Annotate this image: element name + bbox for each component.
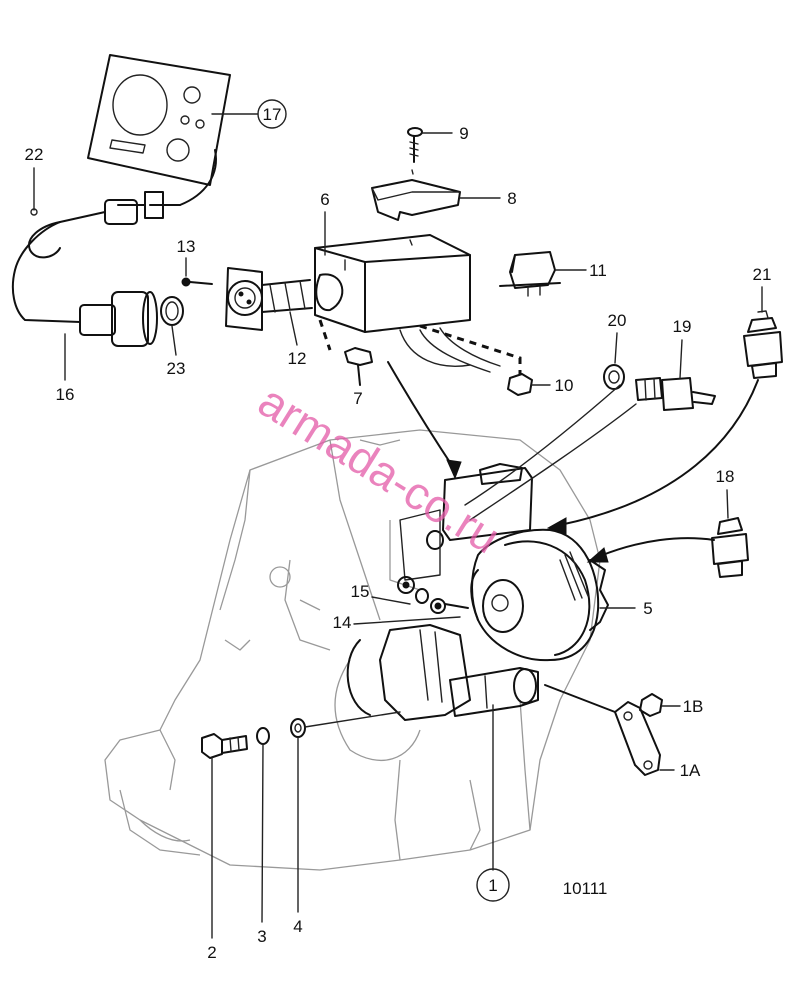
callout-20: 20 bbox=[608, 311, 627, 364]
callout-11: 11 bbox=[555, 261, 607, 280]
svg-text:7: 7 bbox=[353, 389, 362, 408]
svg-text:22: 22 bbox=[25, 145, 44, 164]
svg-text:20: 20 bbox=[608, 311, 627, 330]
svg-text:14: 14 bbox=[333, 613, 352, 632]
callout-18: 18 bbox=[716, 467, 735, 519]
bolt-axis bbox=[304, 711, 401, 728]
box-wiring bbox=[318, 319, 522, 375]
instrument-panel bbox=[87, 54, 231, 186]
svg-text:1: 1 bbox=[488, 876, 497, 895]
relay-11 bbox=[499, 251, 561, 297]
starter-motor-1 bbox=[346, 624, 539, 721]
relay-box bbox=[314, 234, 471, 333]
assembly-arrows bbox=[387, 361, 759, 563]
callout-17: 17 bbox=[211, 99, 287, 129]
washers-15 bbox=[397, 576, 469, 614]
callout-1A: 1A bbox=[659, 761, 701, 780]
callout-21: 21 bbox=[753, 265, 772, 313]
svg-text:13: 13 bbox=[177, 237, 196, 256]
bracket-1A bbox=[614, 701, 661, 776]
svg-text:19: 19 bbox=[673, 317, 692, 336]
svg-text:1A: 1A bbox=[680, 761, 701, 780]
watermark: armada-co.ru bbox=[250, 374, 510, 563]
svg-text:23: 23 bbox=[167, 359, 186, 378]
svg-text:17: 17 bbox=[263, 105, 282, 124]
bolt-7 bbox=[344, 347, 373, 386]
engine-block-outline bbox=[104, 429, 601, 871]
relay-cover bbox=[371, 179, 461, 221]
callout-23: 23 bbox=[167, 325, 186, 378]
screw-13 bbox=[181, 277, 213, 287]
svg-text:12: 12 bbox=[288, 349, 307, 368]
callout-22: 22 bbox=[25, 145, 44, 216]
callout-19: 19 bbox=[673, 317, 692, 379]
svg-text:4: 4 bbox=[293, 917, 302, 936]
screw-9 bbox=[407, 127, 423, 175]
washer-4 bbox=[290, 718, 306, 738]
callout-3: 3 bbox=[257, 743, 267, 946]
bolt-2 bbox=[201, 733, 248, 759]
callout-15: 15 bbox=[351, 582, 411, 605]
panel-cable bbox=[11, 149, 217, 323]
callout-1: 1 bbox=[476, 704, 510, 902]
callout-6: 6 bbox=[320, 190, 330, 256]
callout-7: 7 bbox=[353, 389, 362, 408]
svg-text:5: 5 bbox=[643, 599, 652, 618]
pressure-sender-18 bbox=[711, 517, 749, 578]
callout-10: 10 bbox=[531, 376, 574, 395]
svg-text:6: 6 bbox=[320, 190, 329, 209]
svg-text:18: 18 bbox=[716, 467, 735, 486]
svg-text:21: 21 bbox=[753, 265, 772, 284]
washer-20 bbox=[603, 364, 625, 390]
svg-text:10: 10 bbox=[555, 376, 574, 395]
svg-text:16: 16 bbox=[56, 385, 75, 404]
callout-5: 5 bbox=[599, 599, 653, 618]
figure-number: 10111 bbox=[563, 879, 608, 898]
callout-12: 12 bbox=[288, 311, 307, 368]
washer-3 bbox=[256, 727, 270, 745]
callout-2: 2 bbox=[207, 757, 217, 962]
svg-text:3: 3 bbox=[257, 927, 266, 946]
svg-text:8: 8 bbox=[507, 189, 516, 208]
callout-13: 13 bbox=[177, 237, 196, 277]
svg-text:2: 2 bbox=[207, 943, 216, 962]
nut-10 bbox=[507, 373, 533, 396]
callout-9: 9 bbox=[421, 124, 469, 143]
alternator-5 bbox=[470, 528, 609, 662]
svg-text:1B: 1B bbox=[683, 697, 704, 716]
temperature-sender-19 bbox=[635, 377, 716, 411]
callout-1B: 1B bbox=[661, 697, 704, 716]
nut-1B bbox=[639, 693, 663, 717]
bracket-leader bbox=[544, 684, 616, 713]
svg-text:9: 9 bbox=[459, 124, 468, 143]
svg-text:11: 11 bbox=[589, 261, 607, 280]
callout-4: 4 bbox=[293, 737, 303, 936]
engine-harness-plug bbox=[79, 291, 184, 347]
flange-socket bbox=[225, 267, 313, 331]
pressure-sender-21 bbox=[743, 310, 783, 379]
callout-14: 14 bbox=[333, 613, 461, 632]
callout-16: 16 bbox=[56, 333, 75, 404]
callout-8: 8 bbox=[459, 189, 517, 208]
svg-text:15: 15 bbox=[351, 582, 370, 601]
